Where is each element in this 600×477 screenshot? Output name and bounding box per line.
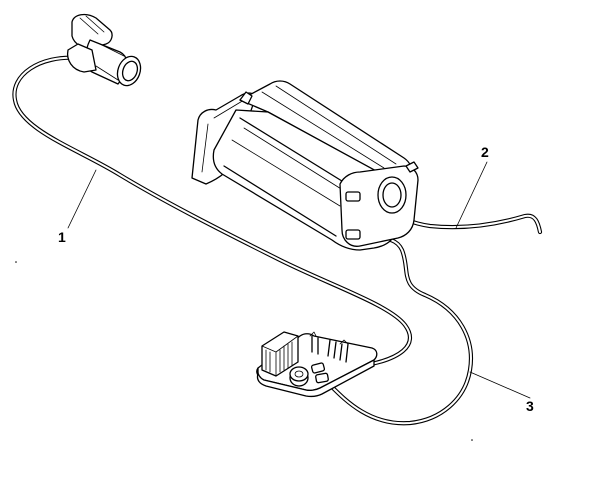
callout-2: 2 <box>481 144 489 160</box>
stray-dot <box>15 261 17 263</box>
leader-line-1 <box>67 169 97 229</box>
circuit-board <box>256 331 378 398</box>
leader-line-2 <box>455 161 488 229</box>
leader-line-3 <box>469 371 531 399</box>
callout-3: 3 <box>526 398 534 414</box>
main-housing <box>191 80 419 251</box>
stray-dot <box>471 439 473 441</box>
callout-1: 1 <box>58 229 66 245</box>
socket-connector <box>66 13 142 87</box>
wire-1 <box>12 55 413 373</box>
wire-3 <box>312 233 473 426</box>
leader-lines <box>67 161 531 399</box>
